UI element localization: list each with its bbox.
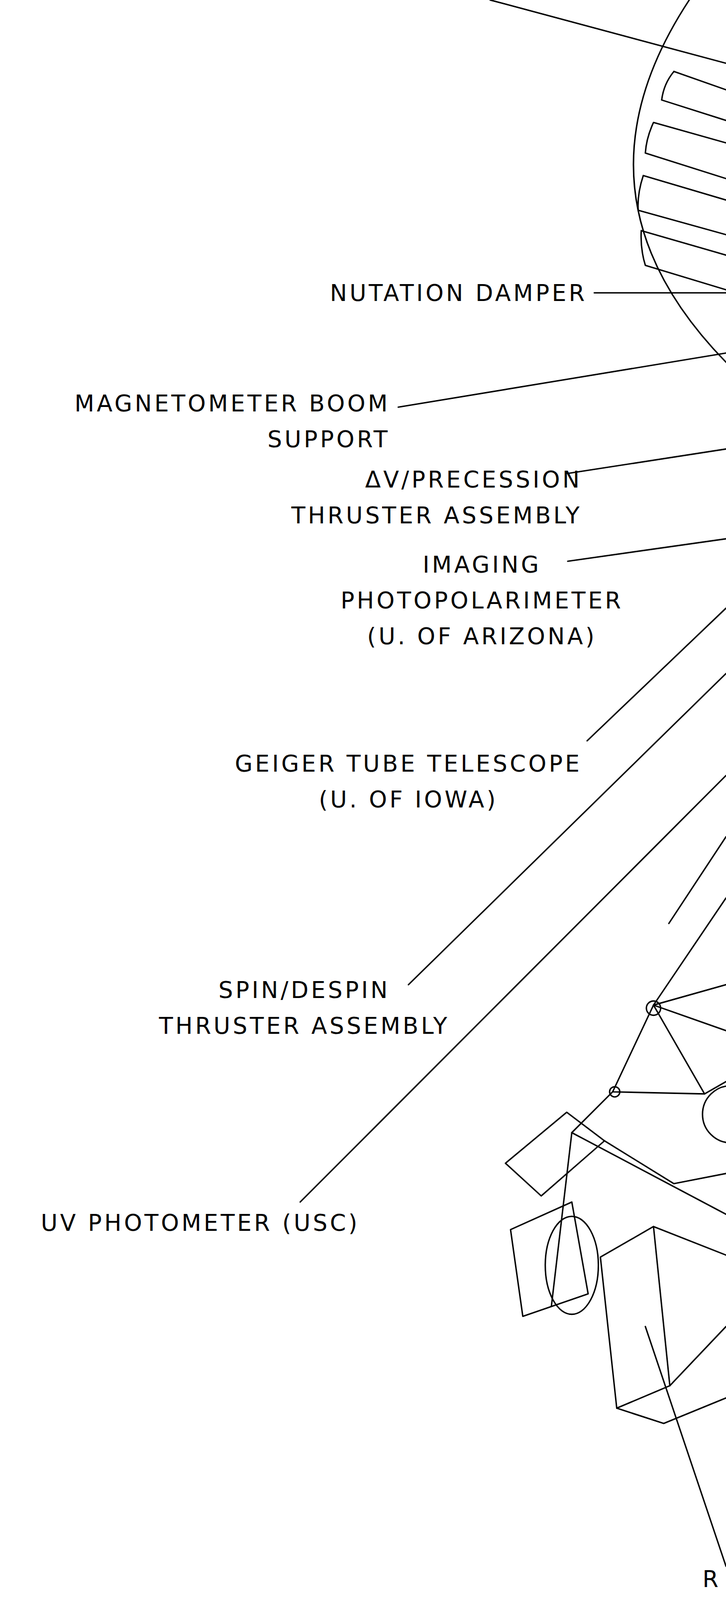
- label-line: NUTATION DAMPER: [329, 275, 588, 312]
- label-line: UV PHOTOMETER (USC): [40, 1205, 360, 1242]
- label-line: R: [702, 1561, 722, 1598]
- part-label: MAGNETOMETER BOOM SUPPORT: [74, 385, 391, 458]
- part-label: ΔV/PRECESSION THRUSTER ASSEMBLY: [291, 461, 583, 534]
- label-line: THRUSTER ASSEMBLY: [158, 1008, 450, 1044]
- label-line: THRUSTER ASSEMBLY: [291, 497, 583, 534]
- part-label: UV PHOTOMETER (USC): [40, 1205, 360, 1242]
- part-label: IMAGING PHOTOPOLARIMETER (U. OF ARIZONA): [340, 546, 623, 655]
- dish-panels: [637, 71, 726, 291]
- label-line: PHOTOPOLARIMETER: [340, 582, 623, 619]
- part-label: GEIGER TUBE TELESCOPE (U. OF IOWA): [234, 745, 583, 818]
- label-line: IMAGING: [340, 546, 623, 583]
- label-line: SPIN/DESPIN: [158, 972, 450, 1009]
- part-label: NUTATION DAMPER: [329, 275, 588, 312]
- label-line: ΔV/PRECESSION: [291, 461, 583, 498]
- part-label: R: [702, 1561, 722, 1598]
- spacecraft-body: [505, 898, 726, 1424]
- label-line: (U. OF IOWA): [234, 781, 583, 818]
- antenna-line: [490, 0, 726, 64]
- label-line: MAGNETOMETER BOOM: [74, 385, 391, 422]
- label-line: (U. OF ARIZONA): [340, 618, 623, 655]
- label-line: SUPPORT: [74, 421, 391, 458]
- part-label: SPIN/DESPIN THRUSTER ASSEMBLY: [158, 972, 450, 1044]
- dish-rim: [633, 0, 726, 363]
- label-line: GEIGER TUBE TELESCOPE: [234, 745, 583, 782]
